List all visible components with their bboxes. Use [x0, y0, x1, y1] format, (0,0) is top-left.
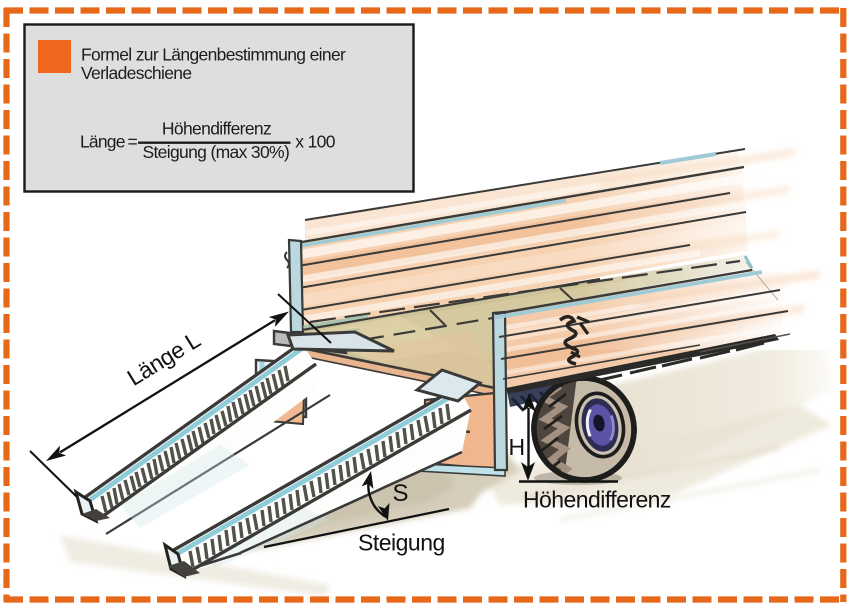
- svg-text:Steigung (max 30%): Steigung (max 30%): [142, 142, 289, 162]
- svg-text:=: =: [128, 131, 138, 151]
- svg-text:Formel zur Längenbestimmung ei: Formel zur Längenbestimmung einer: [81, 45, 346, 65]
- svg-text:Länge L: Länge L: [122, 326, 205, 391]
- svg-text:Höhendifferenz: Höhendifferenz: [162, 119, 271, 139]
- svg-text:Höhendifferenz: Höhendifferenz: [523, 487, 671, 513]
- svg-text:Steigung: Steigung: [358, 530, 445, 556]
- svg-text:Länge: Länge: [80, 131, 125, 151]
- svg-text:H: H: [509, 434, 525, 460]
- svg-text:S: S: [393, 480, 409, 507]
- svg-text:x 100: x 100: [295, 131, 335, 151]
- svg-text:Verladeschiene: Verladeschiene: [81, 63, 191, 83]
